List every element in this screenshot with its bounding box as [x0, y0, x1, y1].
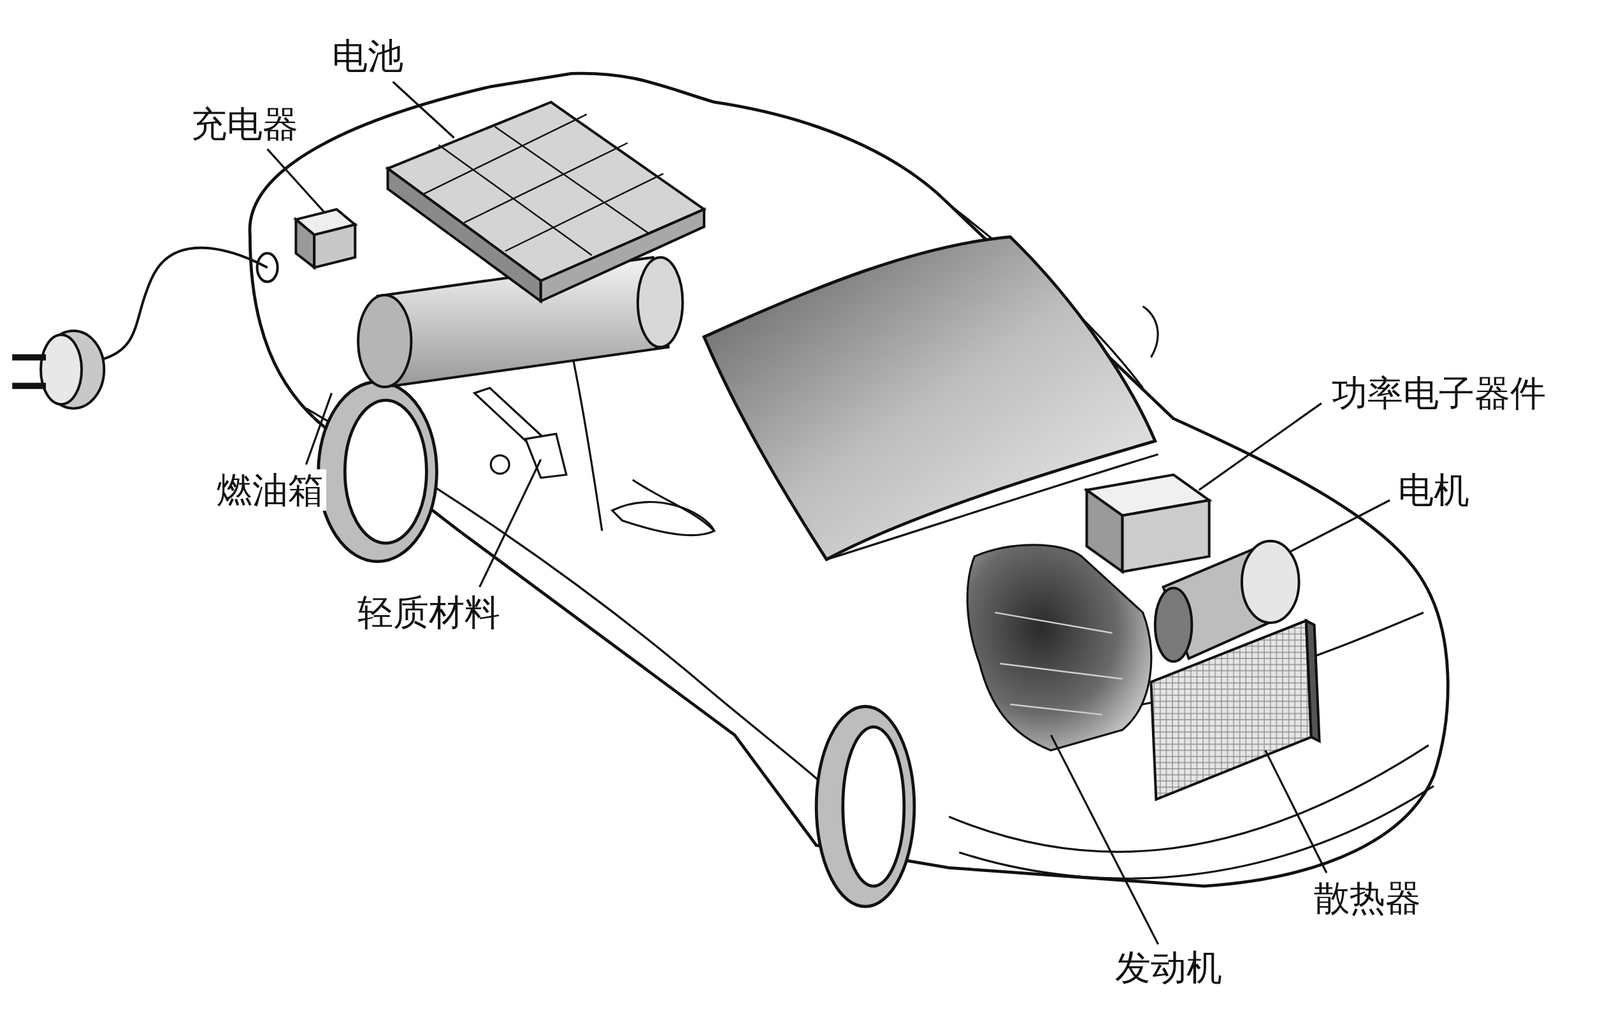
leader-line: [393, 81, 455, 138]
front-wheel: [816, 706, 915, 907]
plug-and-cable: [40, 334, 82, 404]
plug-and-cable: [101, 247, 267, 360]
leader-line: [305, 393, 332, 465]
front-wheel: [816, 706, 915, 907]
car-body: [958, 785, 1434, 879]
part-label: 功率电子器件: [1329, 372, 1549, 415]
engine: [994, 612, 1123, 715]
radiator: [1306, 620, 1320, 742]
part-label: 发动机: [1112, 946, 1225, 989]
leader-line: [1199, 403, 1322, 491]
part-label: 电机: [1395, 468, 1472, 512]
battery-pack: [540, 209, 705, 301]
lightweight-frame: [490, 454, 510, 474]
fuel-tank: [637, 257, 683, 348]
battery-pack: [388, 101, 705, 281]
part-label: 燃油箱: [214, 468, 327, 512]
rear-wheel: [318, 381, 438, 562]
electric-motor: [1155, 588, 1193, 662]
car-body: [249, 73, 1448, 886]
battery-pack: [388, 168, 541, 301]
charger: [295, 209, 355, 267]
fuel-tank: [358, 295, 411, 387]
leader-line: [267, 149, 325, 213]
rear-wheel: [344, 400, 427, 543]
leader-line: [1290, 500, 1390, 552]
front-wheel: [843, 726, 905, 886]
power-electronics: [1122, 500, 1210, 572]
part-label: 充电器: [188, 103, 301, 146]
engine: [967, 544, 1152, 750]
part-label: 轻质材料: [354, 591, 503, 634]
power-electronics: [1086, 490, 1123, 572]
leader-line: [479, 459, 541, 587]
radiator: [1150, 620, 1319, 800]
rear-wheel: [318, 381, 438, 562]
lightweight-frame: [525, 433, 567, 478]
leader-lines: [267, 81, 1391, 944]
charger: [314, 224, 355, 267]
radiator: [1150, 620, 1311, 800]
part-label: 散热器: [1311, 876, 1424, 919]
lightweight-frame: [474, 388, 567, 478]
car-body: [1143, 306, 1159, 358]
plug-and-cable: [12, 247, 278, 409]
battery-pack: [388, 101, 705, 301]
car-body: [612, 502, 715, 536]
charger: [295, 219, 315, 267]
leader-line: [1050, 734, 1158, 944]
electric-motor: [1241, 540, 1300, 623]
plug-and-cable: [12, 357, 46, 387]
leader-line: [1265, 749, 1327, 873]
engine: [967, 544, 1152, 750]
part-label: 电池: [329, 35, 406, 78]
battery-pack: [423, 114, 664, 255]
car-body: [249, 73, 1448, 886]
power-electronics: [1086, 474, 1209, 572]
